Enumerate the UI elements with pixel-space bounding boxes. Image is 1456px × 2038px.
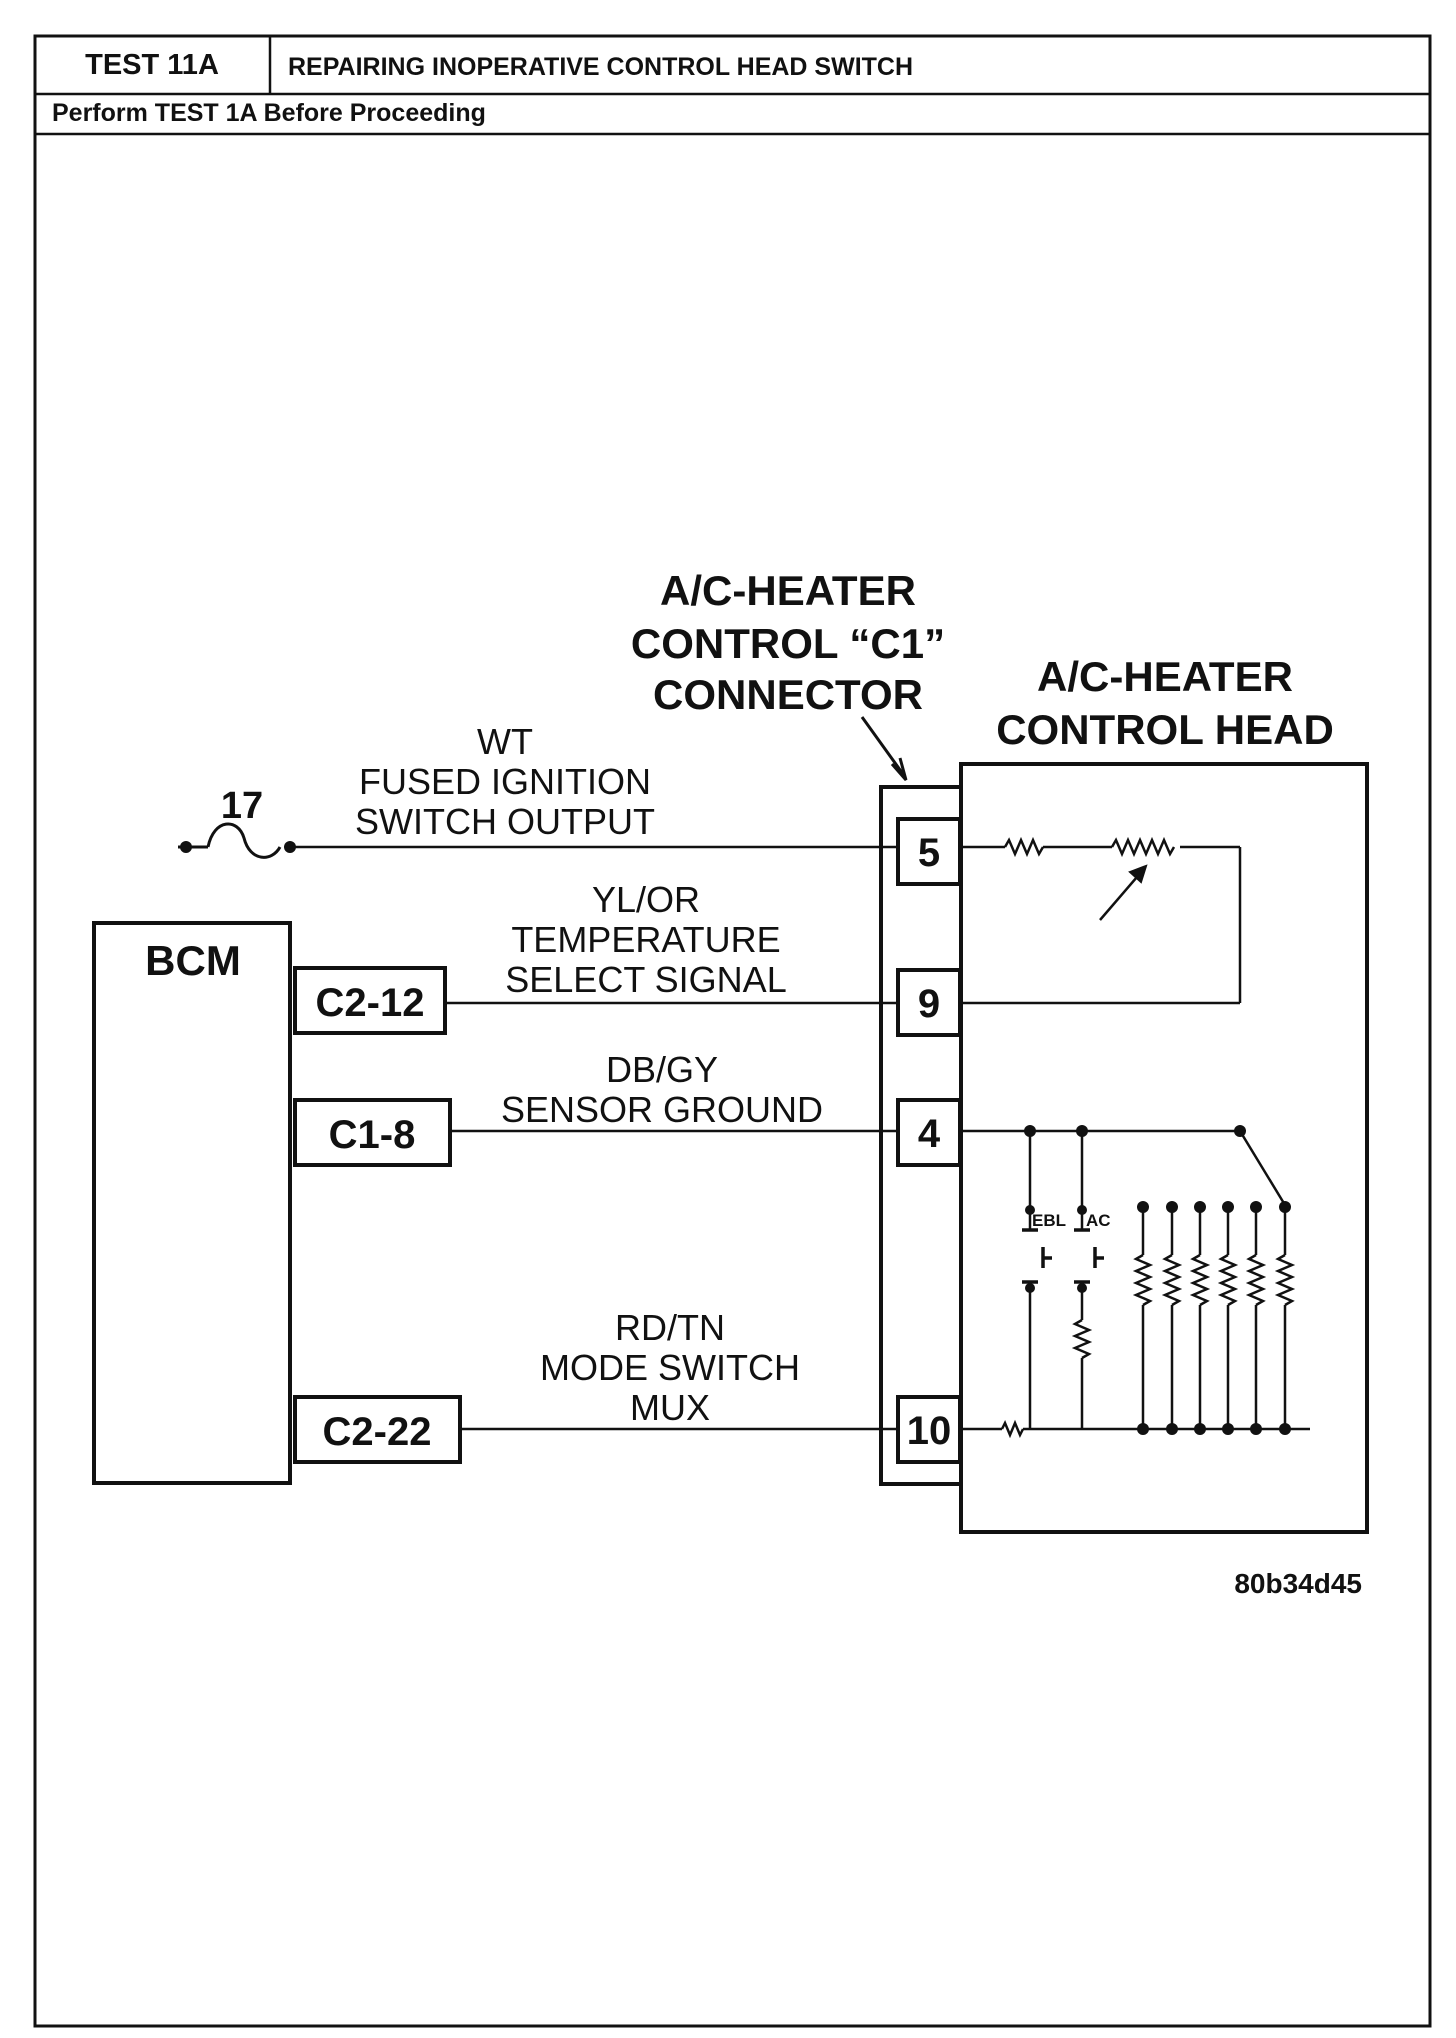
connector-pointer-arrowhead <box>890 757 908 781</box>
connector-pin-5 <box>896 817 962 886</box>
wire-rd-tn-desc-2: MUX <box>630 1387 710 1428</box>
wire-db-gy-color: DB/GY <box>606 1049 718 1090</box>
wire-db-gy-desc-1: SENSOR GROUND <box>501 1089 823 1130</box>
connector-pin-10-label: 10 <box>907 1409 952 1453</box>
switch-label-ac: AC <box>1086 1211 1111 1230</box>
bcm-pin-c2-12-label: C2-12 <box>316 981 425 1025</box>
bcm-pin-c1-8 <box>293 1098 452 1167</box>
control-head-label-line-2: CONTROL HEAD <box>996 706 1334 753</box>
junction-dots <box>1024 1125 1291 1435</box>
wire-rd-tn-color: RD/TN <box>615 1307 725 1348</box>
bcm-box <box>92 921 292 1485</box>
wire-yl-or-color: YL/OR <box>592 879 700 920</box>
connector-label-line-3: CONNECTOR <box>653 671 923 718</box>
mode-switch-network <box>961 1129 1310 1439</box>
wire-wt-desc-1: FUSED IGNITION <box>359 761 651 802</box>
wire-yl-or-desc-2: SELECT SIGNAL <box>505 959 786 1000</box>
connector-label-line-2: CONTROL “C1” <box>631 620 945 667</box>
control-head-label-line-1: A/C-HEATER <box>1037 653 1293 700</box>
test-instruction: Perform TEST 1A Before Proceeding <box>52 99 486 127</box>
wire-wt-color: WT <box>477 721 533 762</box>
bcm-pin-c2-12 <box>293 966 447 1035</box>
connector-pin-5-label: 5 <box>918 831 940 875</box>
test-title: REPAIRING INOPERATIVE CONTROL HEAD SWITC… <box>288 53 913 81</box>
wire-yl-or-desc-1: TEMPERATURE <box>511 919 780 960</box>
connector-pin-9-label: 9 <box>918 982 940 1026</box>
temperature-potentiometer-circuit <box>961 836 1242 1005</box>
connector-pointer-arrow <box>860 716 905 775</box>
push-switches <box>1022 1228 1104 1284</box>
bcm-label: BCM <box>145 937 241 984</box>
page-frame <box>33 34 1432 2028</box>
bcm-pin-c1-8-label: C1-8 <box>329 1113 416 1157</box>
figure-id: 80b34d45 <box>1234 1568 1362 1599</box>
test-id: TEST 11A <box>85 49 219 81</box>
bcm-pin-c2-22-label: C2-22 <box>323 1410 432 1454</box>
connector-pin-4 <box>896 1098 962 1167</box>
wire-wt-desc-2: SWITCH OUTPUT <box>355 801 655 842</box>
connector-pin-4-label: 4 <box>918 1112 941 1156</box>
switch-label-ebl: EBL <box>1032 1211 1066 1230</box>
potentiometer-wiper-arrowhead <box>1128 864 1148 884</box>
connector-label-line-1: A/C-HEATER <box>660 567 916 614</box>
fuse-number: 17 <box>221 785 263 827</box>
fuse-icon <box>206 822 282 859</box>
control-head-box <box>959 762 1369 1534</box>
wire-rd-tn-desc-1: MODE SWITCH <box>540 1347 800 1388</box>
